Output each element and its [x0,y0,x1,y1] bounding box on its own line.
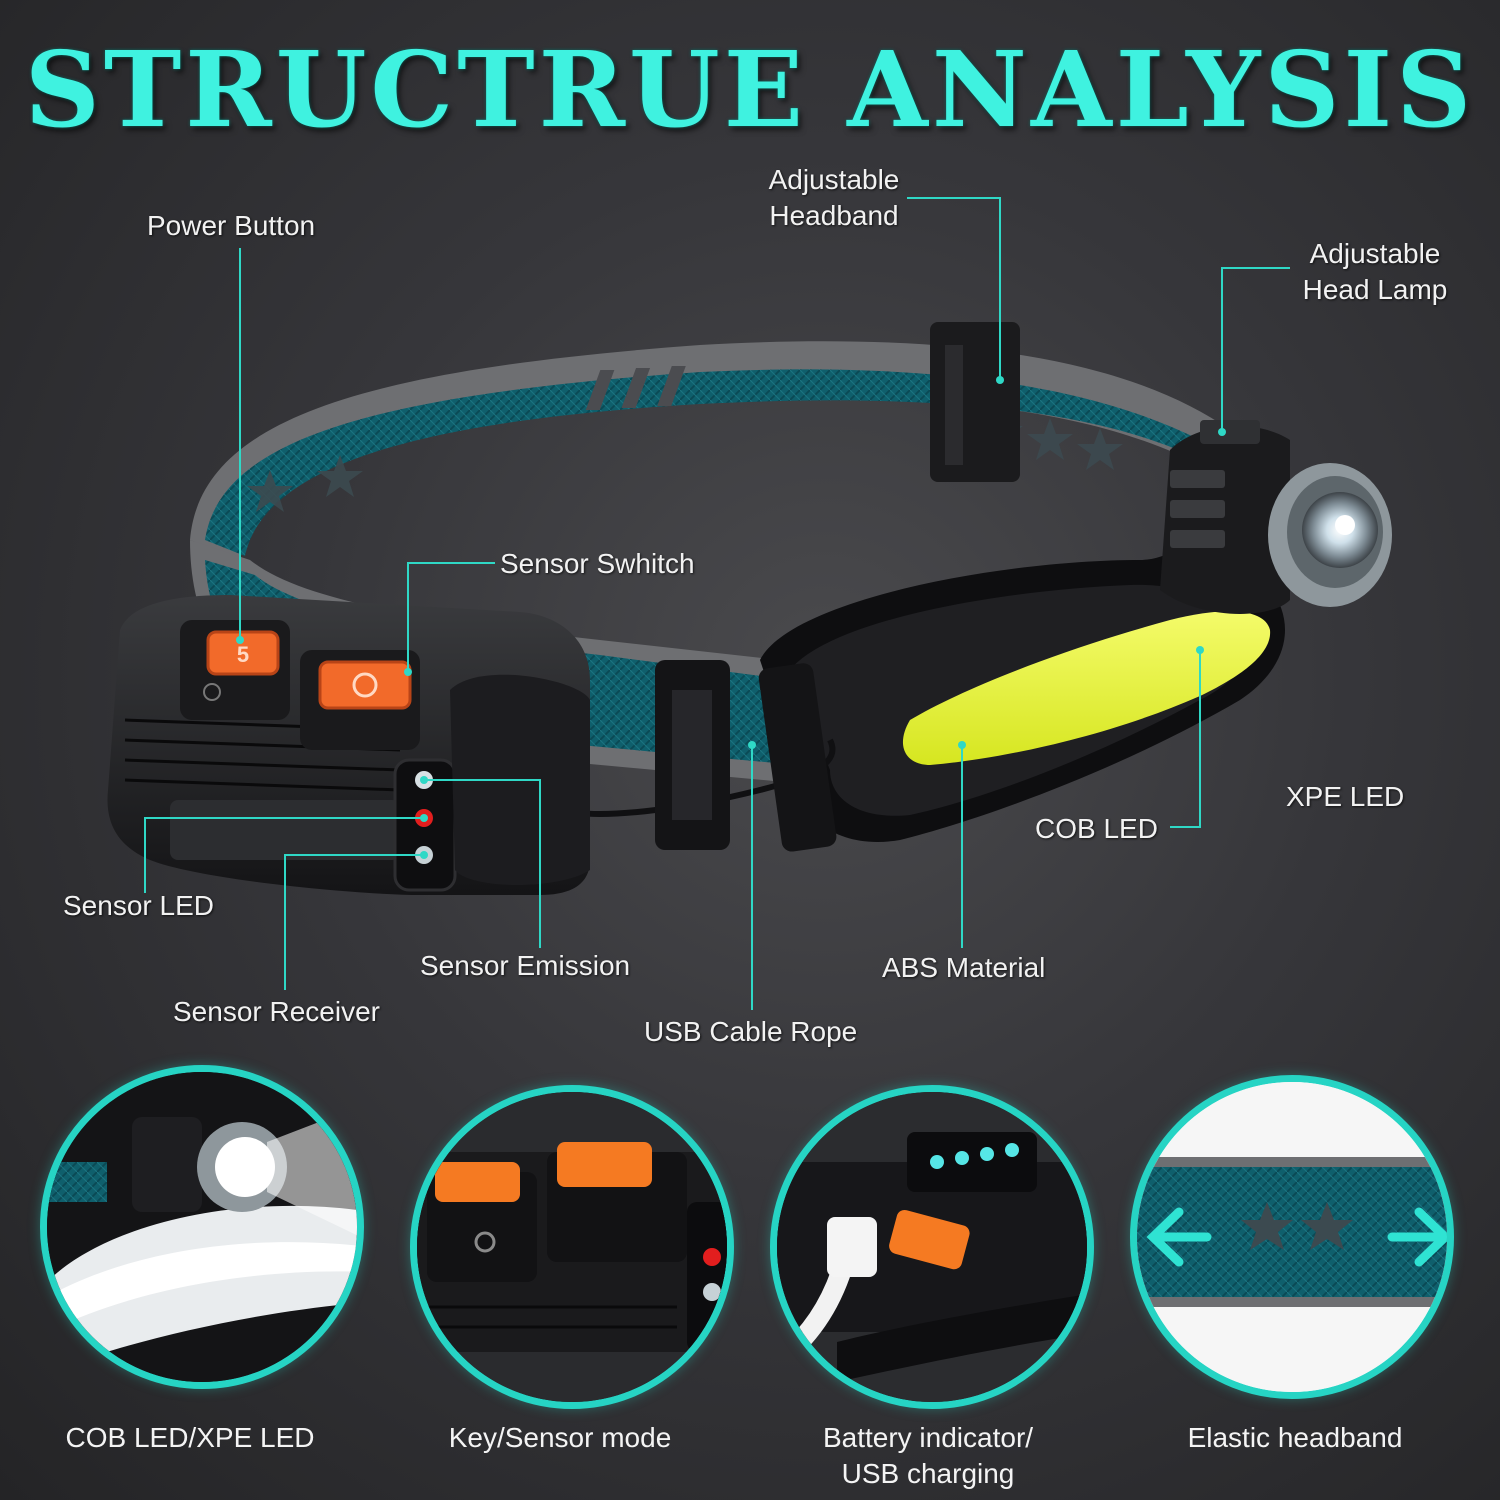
page-title: STRUCTRUE ANALYSIS [24,28,1476,151]
callout-cob-led: COB LED [1035,813,1158,844]
sensor-switch-button [318,660,412,710]
cob-led-strip [902,611,1271,765]
callout-adjustable-head-lamp: Adjustable Head Lamp [1302,238,1448,305]
usb-charging-closeup-icon [777,1092,1087,1402]
svg-text:5: 5 [237,642,249,667]
feature-circle-key-sensor [410,1085,734,1409]
feature-circle-cob-xpe [40,1065,364,1389]
usb-cable [559,738,836,817]
callout-sensor-emission: Sensor Emission [420,950,631,981]
feature-caption-key-sensor: Key/Sensor mode [448,1422,672,1453]
sensor-led-red [415,809,433,827]
elastic-band-closeup-icon [1137,1082,1447,1392]
sensor-emission-led [415,771,433,789]
callout-xpe-led: XPE LED [1286,781,1405,812]
sensor-receiver-led [415,846,433,864]
callout-sensor-led: Sensor LED [63,890,214,921]
feature-circle-battery-usb [770,1085,1094,1409]
feature-caption-elastic-headband: Elastic headband [1187,1422,1403,1453]
callout-adjustable-headband: Adjustable Headband [768,164,900,231]
callout-sensor-receiver: Sensor Receiver [173,996,380,1027]
callout-abs-material: ABS Material [882,952,1046,983]
callout-sensor-switch: Sensor Swhitch [500,548,695,579]
feature-circle-elastic-headband [1130,1075,1454,1399]
power-button [206,630,280,676]
headband-buckle [930,322,1020,482]
headlamp-illustration: 5 [107,322,1392,895]
feature-caption-battery-usb: Battery indicator/ USB charging [822,1422,1034,1489]
feature-caption-cob-xpe: COB LED/XPE LED [65,1422,315,1453]
headlamp-beam-closeup-icon [47,1072,357,1382]
callout-usb-cable-rope: USB Cable Rope [644,1016,858,1047]
callout-power-button: Power Button [147,210,316,241]
buttons-closeup-icon [417,1092,727,1402]
